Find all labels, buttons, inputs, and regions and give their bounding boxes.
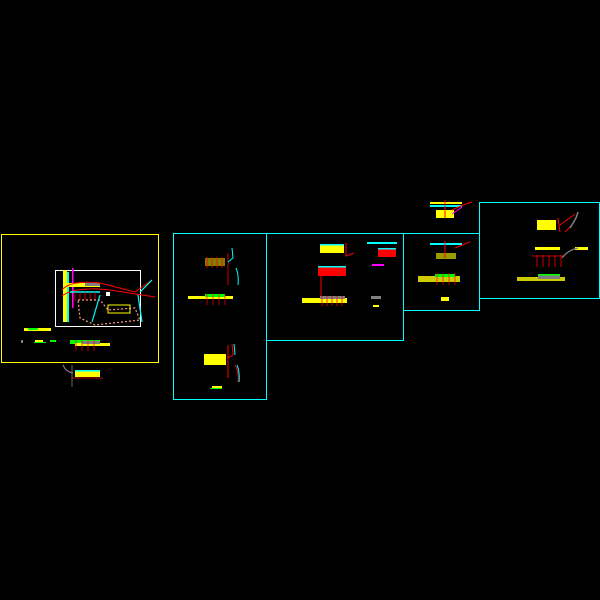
section-sheet-1 — [173, 233, 267, 400]
site-plan-sheet — [1, 234, 159, 363]
sheet-frame — [479, 202, 600, 299]
sheet-frame — [1, 234, 159, 363]
section-sheet-2 — [266, 233, 404, 341]
site-plan-drawing — [61, 268, 156, 326]
section-sheet-4 — [479, 202, 600, 299]
detail-below-site-plan — [62, 364, 103, 387]
detail-above-sheet-3 — [430, 200, 473, 218]
legend-details — [21, 328, 110, 351]
plan-viewport — [55, 270, 141, 327]
section-sheet-3 — [403, 233, 480, 311]
